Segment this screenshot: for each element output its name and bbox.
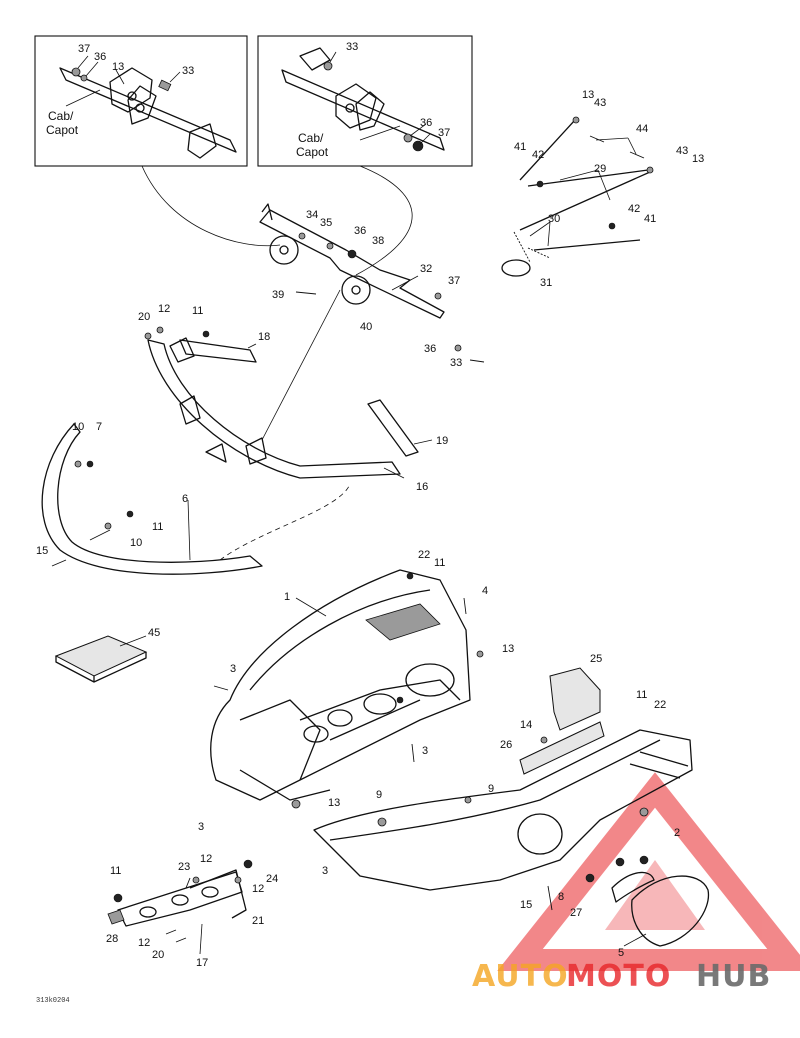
callout: 31 <box>540 277 552 289</box>
callout: 9 <box>488 783 494 795</box>
callout: 33 <box>346 41 358 53</box>
callout: 3 <box>230 663 236 675</box>
callout: 41 <box>514 141 526 153</box>
callout: 13 <box>328 797 340 809</box>
callout: 8 <box>558 891 564 903</box>
callout: 43 <box>594 97 606 109</box>
figure-code: 313k0204 <box>36 997 70 1005</box>
callout: 22 <box>418 549 430 561</box>
part-5-shield <box>611 871 710 947</box>
callout: 9 <box>376 789 382 801</box>
callout: 23 <box>178 861 190 873</box>
callout: 43 <box>676 145 688 157</box>
callout: 2 <box>674 827 680 839</box>
callout: 36 <box>424 343 436 355</box>
callout: 35 <box>320 217 332 229</box>
callout: 37 <box>438 127 450 139</box>
callout: 24 <box>266 873 278 885</box>
callout: 20 <box>138 311 150 323</box>
callout: 32 <box>420 263 432 275</box>
callout: 39 <box>272 289 284 301</box>
callout: 36 <box>420 117 432 129</box>
callout: 13 <box>582 89 594 101</box>
part-45-pad <box>54 635 148 683</box>
callout: 37 <box>448 275 460 287</box>
callout: 12 <box>200 853 212 865</box>
callout: 10 <box>72 421 84 433</box>
callout: 15 <box>520 899 532 911</box>
callout: 17 <box>196 957 208 969</box>
callout: 6 <box>182 493 188 505</box>
callout-labels: 37 36 13 33 33 36 37 13 43 44 41 42 29 4… <box>36 41 704 969</box>
callout: 4 <box>482 585 488 597</box>
watermark-brand-hub: HUB <box>696 959 771 994</box>
callout: 15 <box>36 545 48 557</box>
callout: 38 <box>372 235 384 247</box>
callout: 11 <box>152 521 163 533</box>
callout: 1 <box>284 591 290 603</box>
callout: 19 <box>436 435 448 447</box>
callout: 33 <box>182 65 194 77</box>
part-18 <box>179 339 257 363</box>
callout: 37 <box>78 43 90 55</box>
callout: 36 <box>354 225 366 237</box>
callout: 11 <box>636 689 647 701</box>
crossmember <box>144 289 405 479</box>
lower-bracket <box>107 859 253 955</box>
callout: 12 <box>158 303 170 315</box>
inset-right: Cab/ Capot <box>257 35 473 167</box>
callout: 44 <box>636 123 648 135</box>
front-bumper <box>41 423 351 575</box>
callout: 3 <box>322 865 328 877</box>
inset-right-label-2: Capot <box>296 145 329 159</box>
watermark-logo <box>497 772 800 971</box>
callout: 34 <box>306 209 318 221</box>
callout: 28 <box>106 933 118 945</box>
inset-right-label-1: Cab/ <box>298 131 324 145</box>
callout: 25 <box>590 653 602 665</box>
callout: 33 <box>450 357 462 369</box>
callout: 40 <box>360 321 372 333</box>
callout: 11 <box>192 305 203 317</box>
mounting-bracket <box>259 203 485 363</box>
callout: 3 <box>198 821 204 833</box>
inset-left-label-2: Capot <box>46 123 79 137</box>
callout: 5 <box>618 947 624 959</box>
part-19 <box>367 399 419 457</box>
callout: 21 <box>252 915 264 927</box>
callout: 36 <box>94 51 106 63</box>
inset-left-label-1: Cab/ <box>48 109 74 123</box>
watermark-text: AUTO MOTO HUB <box>472 959 771 994</box>
callout: 13 <box>502 643 514 655</box>
callout: 45 <box>148 627 160 639</box>
callout: 41 <box>644 213 656 225</box>
callout: 3 <box>422 745 428 757</box>
callout: 20 <box>152 949 164 961</box>
callout: 30 <box>548 213 560 225</box>
callout: 29 <box>594 163 606 175</box>
callout: 42 <box>628 203 640 215</box>
callout: 13 <box>692 153 704 165</box>
callout: 12 <box>138 937 150 949</box>
callout: 42 <box>532 149 544 161</box>
callout: 14 <box>520 719 532 731</box>
inset-left: Cab/ Capot <box>34 35 248 167</box>
callout: 11 <box>110 865 121 877</box>
callout: 13 <box>112 61 124 73</box>
lower-pan <box>313 667 693 911</box>
callout: 27 <box>570 907 582 919</box>
callout: 22 <box>654 699 666 711</box>
callout: 10 <box>130 537 142 549</box>
callout: 11 <box>434 557 445 569</box>
callout: 16 <box>416 481 428 493</box>
belly-pan <box>210 569 484 809</box>
callout: 18 <box>258 331 270 343</box>
watermark-brand-auto: AUTO <box>472 959 569 994</box>
callout: 26 <box>500 739 512 751</box>
callout: 7 <box>96 421 102 433</box>
callout: 12 <box>252 883 264 895</box>
cable-assembly <box>501 116 654 277</box>
watermark-brand-moto: MOTO <box>566 959 671 994</box>
